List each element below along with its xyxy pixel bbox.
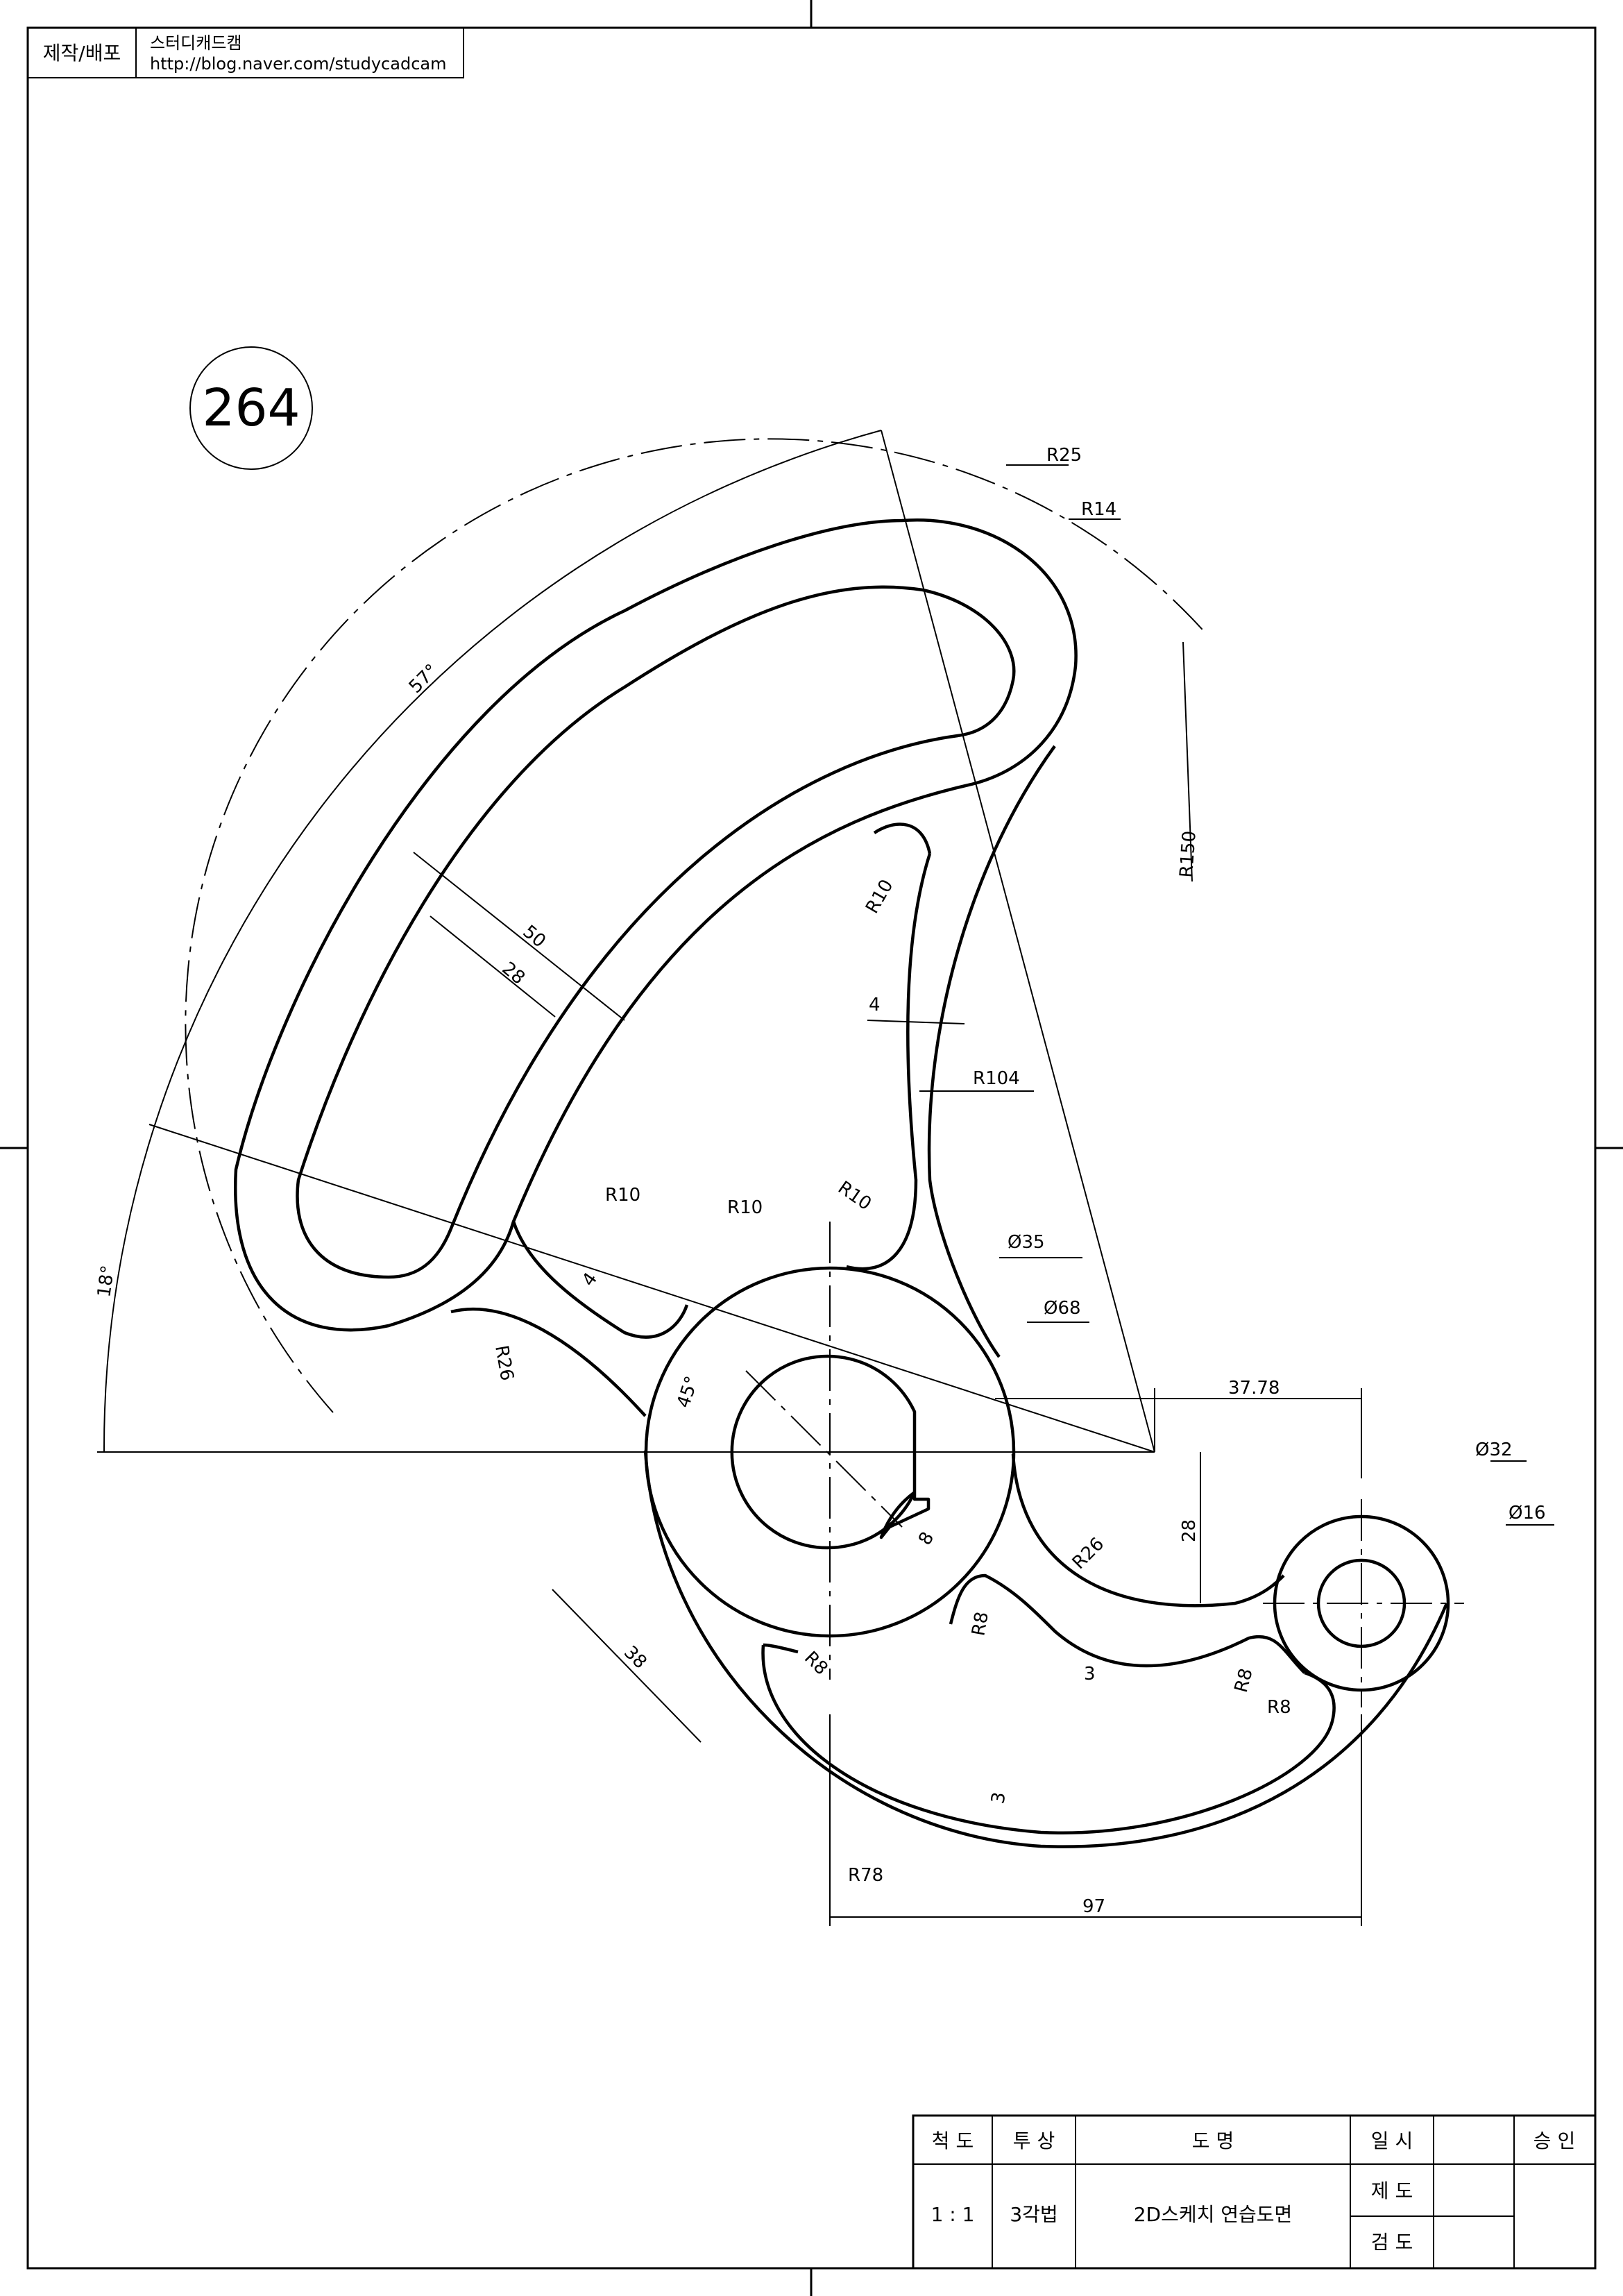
dim-width-28: 28 xyxy=(498,958,529,988)
dim-r26-right: R26 xyxy=(1069,1534,1108,1573)
construction-lines xyxy=(97,430,1155,1453)
dim-r8-b: R8 xyxy=(1231,1666,1257,1695)
dim-dia-35: Ø35 xyxy=(1008,1232,1045,1253)
dim-angle-57: 57° xyxy=(405,660,443,698)
dim-thick-3-bottom: 3 xyxy=(987,1791,1010,1806)
dim-r78: R78 xyxy=(848,1865,883,1886)
part-outline xyxy=(233,518,1450,1848)
dim-key-8: 8 xyxy=(915,1528,938,1548)
dim-r10-mid: R10 xyxy=(727,1197,763,1218)
dim-r26-left: R26 xyxy=(491,1344,517,1383)
dim-dia-68: Ø68 xyxy=(1044,1298,1081,1319)
title-name-value: 2D스케치 연습도면 xyxy=(1134,2203,1293,2226)
dim-horiz-37-78: 37.78 xyxy=(1228,1378,1280,1399)
dim-thick-4-upper: 4 xyxy=(869,995,881,1015)
title-date-label: 일 시 xyxy=(1371,2129,1413,2152)
dim-r8-c: R8 xyxy=(1267,1697,1291,1718)
drawing-number-badge: 264 xyxy=(189,346,313,470)
drawing-number: 264 xyxy=(202,378,300,438)
title-projection-value: 3각법 xyxy=(1010,2203,1057,2226)
title-checked-label: 검 도 xyxy=(1371,2231,1413,2254)
dim-thick-4-left: 4 xyxy=(578,1269,602,1290)
dim-angle-45: 45° xyxy=(673,1374,703,1410)
dim-r8-a: R8 xyxy=(968,1610,993,1637)
dim-angle-18: 18° xyxy=(94,1264,119,1299)
dim-r14: R14 xyxy=(1081,499,1116,520)
dim-vert-28: 28 xyxy=(1179,1519,1200,1542)
dim-dia-32: Ø32 xyxy=(1475,1440,1513,1460)
header-url: http://blog.naver.com/studycadcam xyxy=(150,54,446,74)
dim-width-50: 50 xyxy=(519,921,550,952)
title-scale-label: 척 도 xyxy=(932,2129,974,2152)
dim-dia-16: Ø16 xyxy=(1509,1503,1546,1523)
dim-r104: R104 xyxy=(973,1068,1020,1089)
title-drafted-label: 제 도 xyxy=(1371,2179,1413,2202)
dim-thick-3-right: 3 xyxy=(1084,1664,1096,1685)
dim-horiz-97: 97 xyxy=(1082,1896,1105,1917)
header-box: 제작/배포 스터디캐드캠 http://blog.naver.com/study… xyxy=(27,27,464,78)
dimension-labels: R25 R14 R150 R10 4 R104 57° 50 28 18° R1… xyxy=(94,445,1545,1917)
dim-dist-38: 38 xyxy=(620,1642,651,1673)
title-scale-value: 1 : 1 xyxy=(931,2203,975,2226)
dim-r150: R150 xyxy=(1176,830,1200,879)
dim-r10-left: R10 xyxy=(605,1185,640,1206)
header-label: 제작/배포 xyxy=(43,42,121,65)
dimension-lines xyxy=(103,430,1554,1926)
center-lines xyxy=(185,438,1464,1707)
title-block: 척 도 투 상 도 명 일 시 승 인 1 : 1 3각법 2D스케치 연습도면… xyxy=(912,2114,1597,2270)
header-author: 스터디캐드캠 xyxy=(150,33,241,53)
dim-r10-right: R10 xyxy=(834,1177,875,1215)
dim-r8-d: R8 xyxy=(800,1648,832,1680)
dim-r10-top: R10 xyxy=(862,876,898,917)
title-approval-label: 승 인 xyxy=(1533,2129,1575,2152)
title-name-label: 도 명 xyxy=(1192,2129,1234,2152)
dim-r25: R25 xyxy=(1046,445,1082,466)
title-projection-label: 투 상 xyxy=(1013,2129,1055,2152)
